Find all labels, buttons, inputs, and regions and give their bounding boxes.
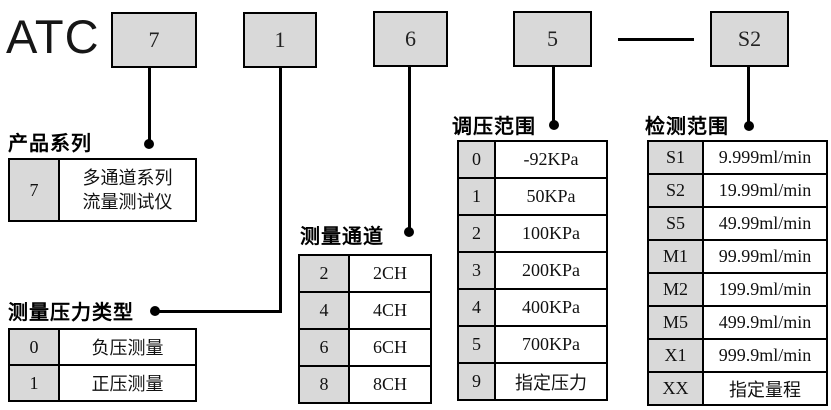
bullet-channels xyxy=(404,227,414,237)
code-cell: S2 xyxy=(647,173,704,208)
code-cell: M5 xyxy=(647,305,704,340)
connector-detection-range-line xyxy=(747,67,750,125)
code-cell: 6 xyxy=(298,328,350,367)
connector-pressure-type-vline xyxy=(279,68,282,313)
code-segment-pressure-range: 5 xyxy=(513,11,592,67)
table-row: 0 -92KPa xyxy=(457,140,608,179)
table-row: M2 199.9ml/min xyxy=(647,272,828,307)
desc-cell: 700KPa xyxy=(494,325,608,364)
pressure-type-table: 0 负压测量 1 正压测量 xyxy=(8,328,197,402)
desc-cell: 19.99ml/min xyxy=(702,173,828,208)
code-cell: 2 xyxy=(298,254,350,293)
table-row: 6 6CH xyxy=(298,328,432,367)
code-cell: 8 xyxy=(298,365,350,404)
code-cell: 1 xyxy=(8,364,60,402)
table-row: 3 200KPa xyxy=(457,251,608,290)
code-cell: 0 xyxy=(8,328,60,366)
code-cell: S5 xyxy=(647,206,704,241)
table-row: M5 499.9ml/min xyxy=(647,305,828,340)
desc-cell: 400KPa xyxy=(494,288,608,327)
table-row: S5 49.99ml/min xyxy=(647,206,828,241)
desc-cell: 49.99ml/min xyxy=(702,206,828,241)
table-row: XX 指定量程 xyxy=(647,371,828,406)
table-row: X1 999.9ml/min xyxy=(647,338,828,373)
connector-channels-line xyxy=(408,67,411,231)
table-row: 1 50KPa xyxy=(457,177,608,216)
channels-table: 2 2CH 4 4CH 6 6CH 8 8CH xyxy=(298,254,432,404)
bullet-series xyxy=(144,139,154,149)
table-row: 1 正压测量 xyxy=(8,364,197,402)
desc-cell: 8CH xyxy=(348,365,432,404)
code-cell: 5 xyxy=(457,325,496,364)
connector-pressure-type-hline xyxy=(156,310,282,313)
table-row: 9 指定压力 xyxy=(457,362,608,401)
desc-cell: 2CH xyxy=(348,254,432,293)
code-cell: 1 xyxy=(457,177,496,216)
desc-cell: 4CH xyxy=(348,291,432,330)
bullet-pressure-range xyxy=(549,120,559,130)
detection-range-table: S1 9.999ml/min S2 19.99ml/min S5 49.99ml… xyxy=(647,140,828,406)
code-cell: XX xyxy=(647,371,704,406)
desc-line: 多通道系列 xyxy=(82,167,173,188)
bullet-detection-range xyxy=(744,121,754,131)
code-cell: X1 xyxy=(647,338,704,373)
table-row: M1 99.99ml/min xyxy=(647,239,828,274)
table-row: 4 400KPa xyxy=(457,288,608,327)
code-cell: M2 xyxy=(647,272,704,307)
desc-line: 流量测试仪 xyxy=(82,192,173,212)
desc-cell: 99.99ml/min xyxy=(702,239,828,274)
table-row: S1 9.999ml/min xyxy=(647,140,828,175)
desc-cell: 负压测量 xyxy=(58,328,197,366)
product-prefix: ATC xyxy=(6,10,100,63)
desc-cell: 499.9ml/min xyxy=(702,305,828,340)
code-cell: 2 xyxy=(457,214,496,253)
label-detection-range: 检测范围 xyxy=(645,116,729,138)
code-cell: 4 xyxy=(457,288,496,327)
desc-cell: 50KPa xyxy=(494,177,608,216)
series-table: 7 多通道系列 流量测试仪 xyxy=(8,158,197,222)
table-row: 0 负压测量 xyxy=(8,328,197,366)
code-cell: 7 xyxy=(8,158,60,222)
code-cell: S1 xyxy=(647,140,704,175)
table-row: 4 4CH xyxy=(298,291,432,330)
code-cell: 9 xyxy=(457,362,496,401)
pressure-range-table: 0 -92KPa 1 50KPa 2 100KPa 3 200KPa 4 400… xyxy=(457,140,608,401)
connector-pressure-range-line xyxy=(552,67,555,125)
desc-cell: 6CH xyxy=(348,328,432,367)
label-channels: 测量通道 xyxy=(300,226,384,248)
code-cell: 4 xyxy=(298,291,350,330)
label-series: 产品系列 xyxy=(8,133,92,155)
table-row: S2 19.99ml/min xyxy=(647,173,828,208)
code-segment-channels: 6 xyxy=(373,11,448,67)
code-segment-pressure-type: 1 xyxy=(243,12,317,68)
code-segment-series: 7 xyxy=(111,12,197,68)
desc-cell: 正压测量 xyxy=(58,364,197,402)
desc-cell: 100KPa xyxy=(494,214,608,253)
bullet-pressure-type xyxy=(150,306,160,316)
connector-series-line xyxy=(148,68,151,144)
label-pressure-range: 调压范围 xyxy=(452,116,536,138)
desc-cell: 200KPa xyxy=(494,251,608,290)
desc-cell: 指定量程 xyxy=(702,371,828,406)
desc-cell: 199.9ml/min xyxy=(702,272,828,307)
desc-cell: -92KPa xyxy=(494,140,608,179)
table-row: 2 2CH xyxy=(298,254,432,293)
code-separator-dash xyxy=(618,38,694,41)
code-cell: M1 xyxy=(647,239,704,274)
table-row: 8 8CH xyxy=(298,365,432,404)
desc-cell: 指定压力 xyxy=(494,362,608,401)
table-row: 7 多通道系列 流量测试仪 xyxy=(8,158,197,222)
code-cell: 0 xyxy=(457,140,496,179)
table-row: 2 100KPa xyxy=(457,214,608,253)
code-cell: 3 xyxy=(457,251,496,290)
label-pressure-type: 测量压力类型 xyxy=(8,302,134,324)
desc-cell: 999.9ml/min xyxy=(702,338,828,373)
desc-cell: 9.999ml/min xyxy=(702,140,828,175)
code-segment-detection-range: S2 xyxy=(710,11,789,67)
table-row: 5 700KPa xyxy=(457,325,608,364)
